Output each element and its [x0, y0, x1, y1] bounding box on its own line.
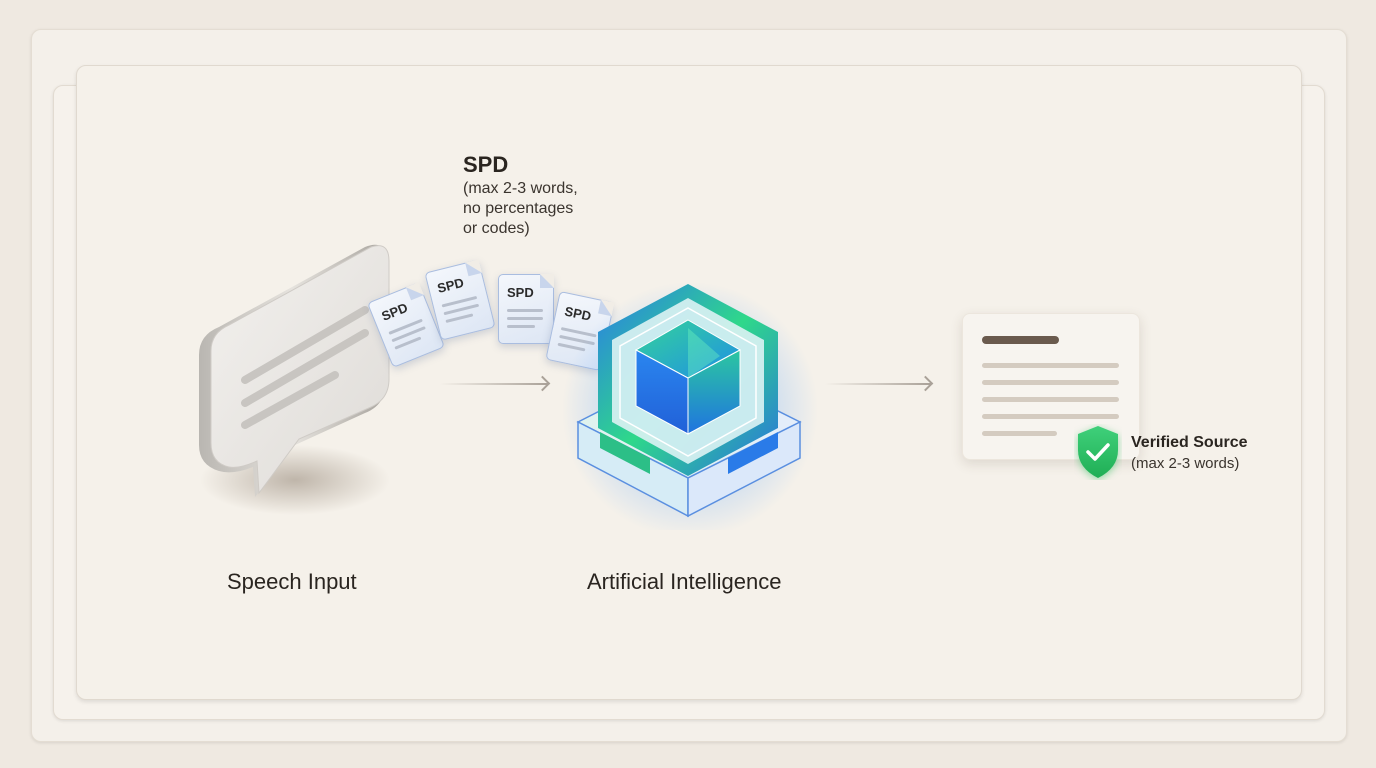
artificial-intelligence-label: Artificial Intelligence	[587, 569, 782, 594]
spd-document-label: SPD	[379, 299, 410, 324]
speech-input-label: Speech Input	[227, 569, 357, 594]
arrow-ai-to-output	[825, 383, 931, 385]
spd-document-label: SPD	[435, 274, 466, 296]
ai-cube-icon	[560, 270, 820, 538]
spd-note: (max 2-3 words, no percentages or codes)	[463, 180, 578, 237]
speech-bubble-icon	[185, 235, 405, 525]
spd-title: SPD	[463, 152, 509, 177]
spd-document-label: SPD	[507, 285, 534, 300]
shield-check-icon	[1074, 424, 1122, 480]
arrow-speech-to-ai	[440, 383, 548, 385]
verified-source-note: (max 2-3 words)	[1131, 455, 1240, 472]
spd-document-3: SPD	[498, 274, 554, 344]
verified-source-label: Verified Source	[1131, 434, 1248, 451]
